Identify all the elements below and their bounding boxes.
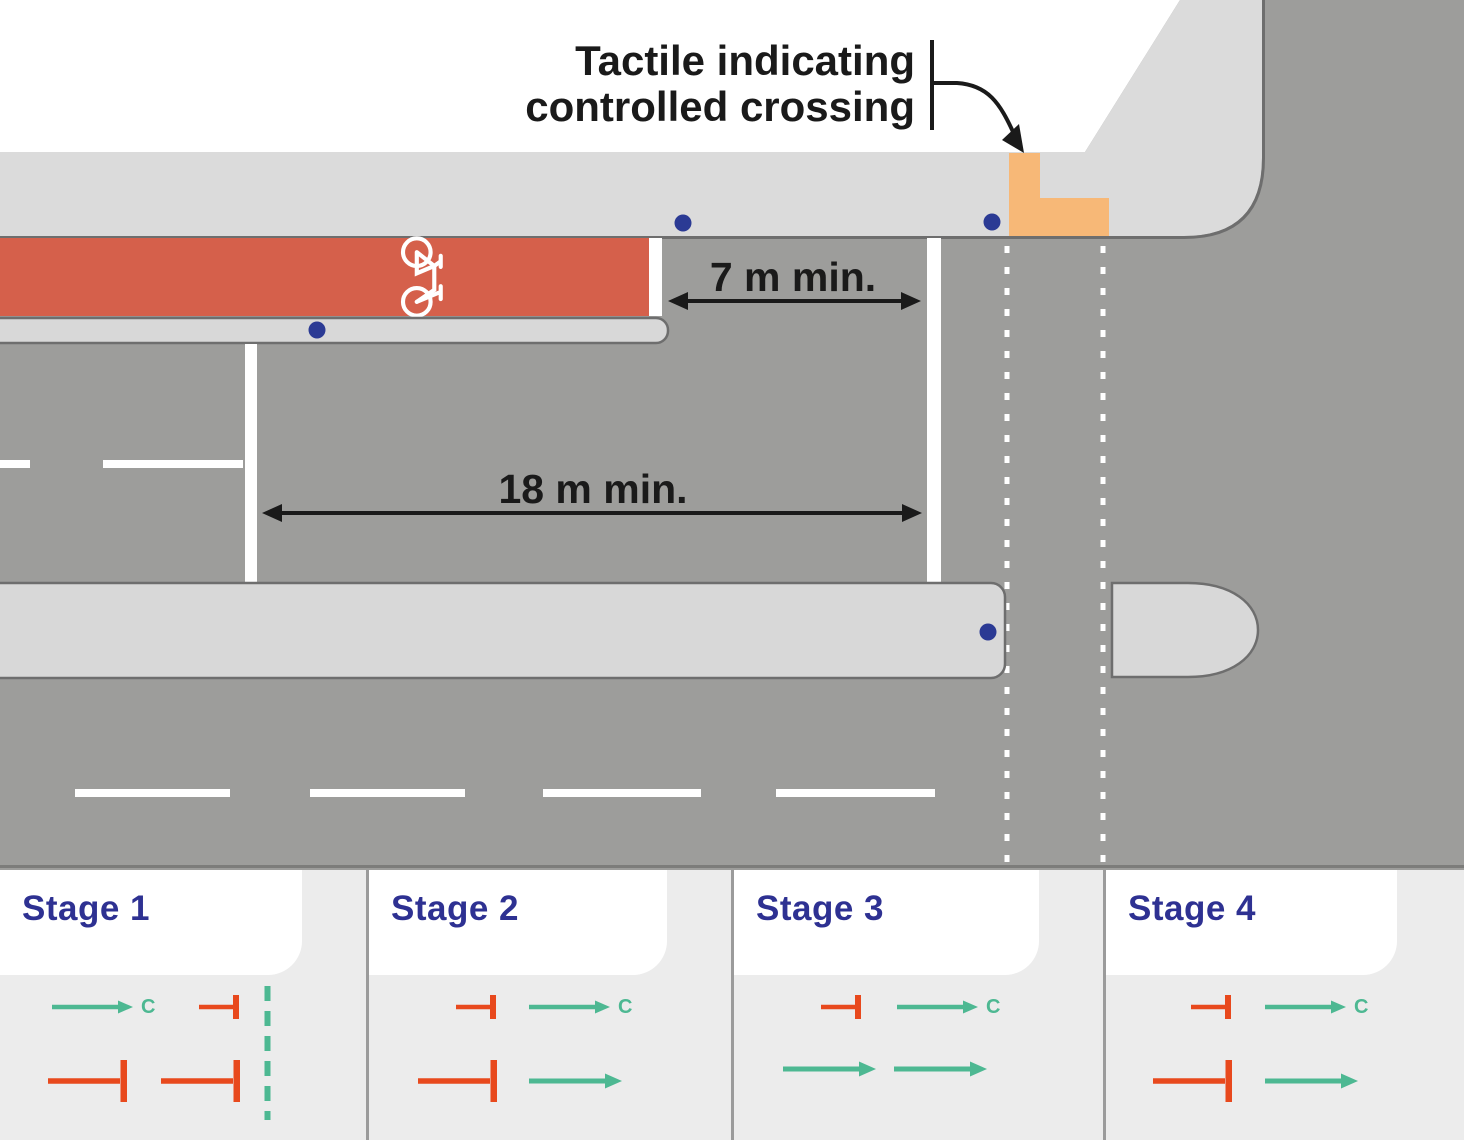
signal-pole-dot <box>674 214 692 232</box>
red-stop-short-icon <box>1191 995 1231 1019</box>
green-arrow-icon <box>529 1073 622 1089</box>
stage-2-column: Stage 2 C <box>366 870 731 1140</box>
green-arrow-icon <box>52 1000 133 1014</box>
cycle-signal-label: C <box>618 996 633 1018</box>
red-stop-long-icon <box>418 1060 497 1102</box>
arrowhead <box>262 504 282 522</box>
green-arrow-icon <box>1265 1000 1346 1014</box>
green-arrow-icon <box>1265 1073 1358 1089</box>
cycle-signal-label: C <box>986 996 1001 1018</box>
corner-island <box>1110 581 1260 679</box>
stage-1-row-2 <box>0 1060 414 1102</box>
dimension-label-18m: 18 m min. <box>498 466 687 512</box>
annotation-arrowhead <box>1002 124 1024 153</box>
stage-1-title: Stage 1 <box>22 889 150 928</box>
annotation-line1: Tactile indicating <box>575 37 915 84</box>
stage-3-column: Stage 3 C <box>731 870 1103 1140</box>
separator-island-upper <box>0 316 670 345</box>
red-stop-short-icon <box>821 995 861 1019</box>
stop-line <box>927 238 941 583</box>
stage-4-title: Stage 4 <box>1128 889 1256 928</box>
footpath <box>0 0 1262 236</box>
bicycle-icon <box>400 236 443 318</box>
centre-line-dash <box>75 789 230 797</box>
signal-pole-dot <box>308 321 326 339</box>
intersection-plan: 7 m min. 18 m min. Tactile indicating co… <box>0 0 1464 870</box>
stage-1-column: Stage 1 C <box>0 870 366 1140</box>
background-block <box>0 0 1180 152</box>
centre-line-dash <box>543 789 701 797</box>
median-island-lower <box>0 581 1007 680</box>
stage-4-row-1: C <box>1106 994 1464 1020</box>
cycle-lane <box>0 238 649 316</box>
road-bottom-edge <box>0 865 1464 868</box>
cycle-lane-end-line <box>649 238 662 316</box>
cycle-signal-label: C <box>1354 996 1369 1018</box>
stage-4-panel: Stage 4 <box>1106 870 1397 975</box>
centre-line-dash <box>310 789 465 797</box>
lane-marking-dash <box>103 460 243 468</box>
stage-2-row-2 <box>369 1060 780 1102</box>
tactile-paving-icon <box>1009 153 1109 236</box>
stage-2-row-1: C <box>369 994 818 1020</box>
green-arrow-icon <box>894 1061 987 1077</box>
red-stop-short-icon <box>199 995 240 1019</box>
signal-pole-dot <box>979 623 997 641</box>
stage-2-title: Stage 2 <box>391 889 519 928</box>
red-stop-long-icon <box>48 1060 127 1102</box>
lane-marking-dash <box>0 460 30 468</box>
green-dashed-separator-icon <box>264 986 271 1120</box>
signal-stages-section: Stage 1 C <box>0 870 1464 1140</box>
annotation-line2: controlled crossing <box>525 83 915 130</box>
stage-3-panel: Stage 3 <box>734 870 1039 975</box>
kerb-edge <box>0 0 1265 239</box>
green-arrow-icon <box>897 1000 978 1014</box>
stage-3-row-1: C <box>734 994 1190 1020</box>
stage-2-panel: Stage 2 <box>369 870 667 975</box>
red-stop-short-icon <box>456 995 496 1019</box>
stage-4-row-2 <box>1106 1060 1464 1102</box>
dimension-label-7m: 7 m min. <box>710 254 876 300</box>
arrowhead <box>668 292 688 310</box>
stage-4-column: Stage 4 C <box>1103 870 1461 1140</box>
red-stop-long-icon <box>1153 1060 1232 1102</box>
stage-3-title: Stage 3 <box>756 889 884 928</box>
lane-line-vertical <box>245 344 257 583</box>
signal-pole-dot <box>983 213 1001 231</box>
annotation-leader-curve <box>932 81 1016 135</box>
centre-line-dash <box>776 789 935 797</box>
red-stop-long-icon <box>161 1060 240 1102</box>
stage-1-panel: Stage 1 <box>0 870 302 975</box>
stage-1-row-1: C <box>0 994 418 1020</box>
green-arrow-icon <box>529 1000 610 1014</box>
green-arrow-icon <box>783 1061 876 1077</box>
stage-3-row-2 <box>734 1060 1152 1078</box>
arrowhead <box>901 292 921 310</box>
arrowhead <box>902 504 922 522</box>
cycle-signal-label: C <box>141 996 156 1018</box>
